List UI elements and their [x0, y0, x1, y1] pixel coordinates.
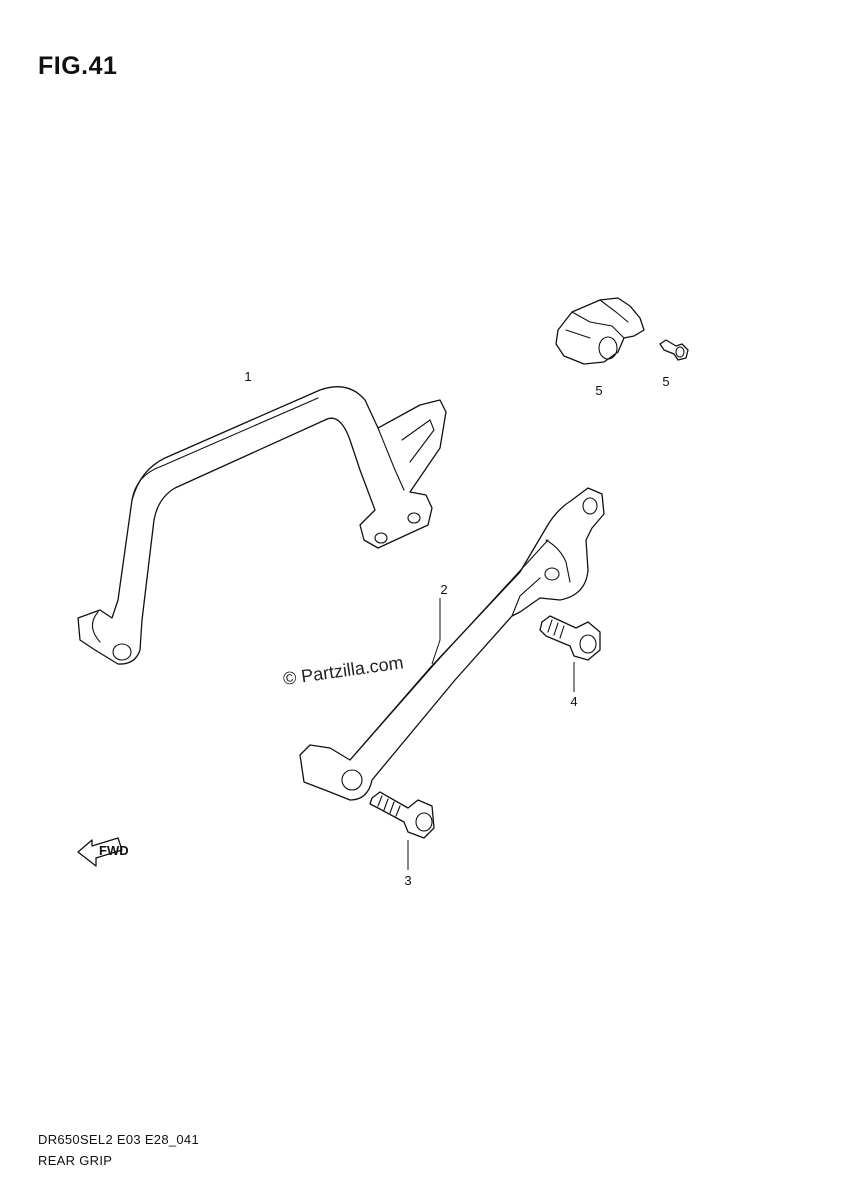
- rear-grip-right[interactable]: [299, 487, 605, 801]
- watermark: © Partzilla.com: [282, 652, 405, 689]
- grommet-5[interactable]: [555, 297, 645, 365]
- callout-2: 2: [440, 582, 447, 597]
- callout-3: 3: [404, 873, 411, 888]
- forward-arrow-label: FWD: [99, 843, 129, 858]
- rear-grip-left[interactable]: [77, 386, 447, 665]
- figure-title: FIG.41: [38, 52, 118, 80]
- callout-5b: 5: [662, 374, 669, 389]
- bolt-3[interactable]: [369, 791, 435, 839]
- diagram-code: DR650SEL2 E03 E28_041: [38, 1132, 199, 1147]
- leader-2: [431, 598, 441, 665]
- forward-arrow-icon: FWD: [77, 837, 129, 867]
- screw-5[interactable]: [659, 339, 689, 361]
- callout-1: 1: [244, 369, 251, 384]
- diagram-name: REAR GRIP: [38, 1153, 113, 1168]
- callout-5a: 5: [595, 383, 602, 398]
- bolt-4[interactable]: [539, 615, 601, 661]
- callout-4: 4: [570, 694, 577, 709]
